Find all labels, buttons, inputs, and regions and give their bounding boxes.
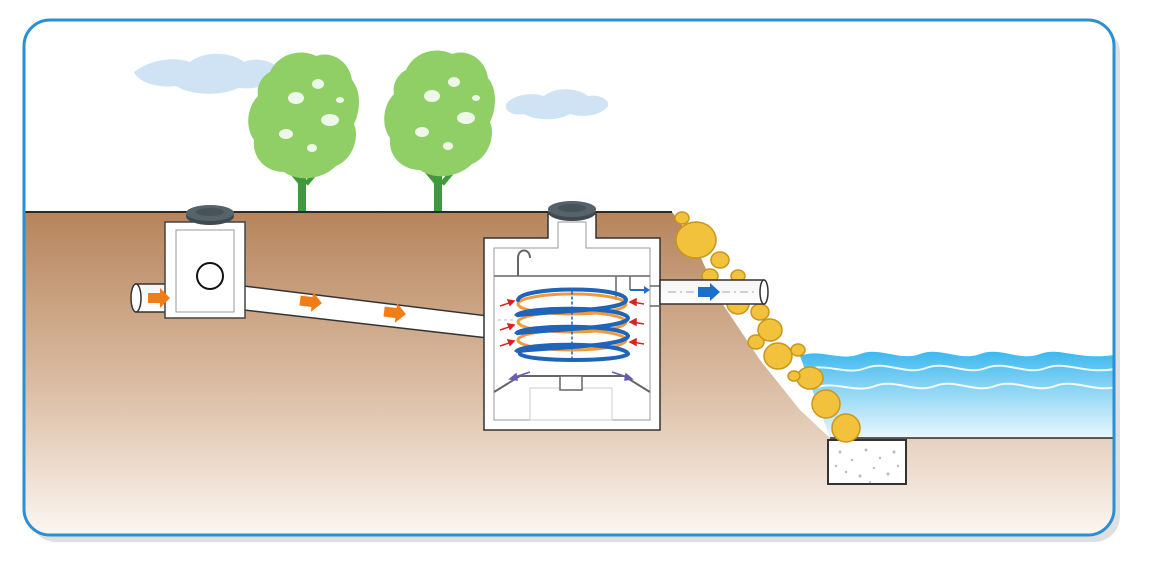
arrow-right-icon [299, 292, 322, 312]
deciduous-tree-icon [384, 50, 495, 213]
inflow-arrow-icon [499, 297, 645, 347]
frame-border [22, 18, 1116, 537]
arrow-right-icon [148, 288, 170, 308]
deciduous-tree-icon [248, 52, 359, 213]
catch-basin [164, 221, 246, 319]
arrow-right-icon [698, 283, 720, 301]
wave-icon [805, 364, 1114, 390]
vortex-swirl [514, 287, 631, 362]
sediment-arrow-icon [508, 371, 634, 381]
cloud-icon [134, 53, 282, 94]
cloud-icon [505, 89, 609, 120]
manhole-cover-icon [186, 205, 234, 225]
scene-content [24, 50, 1114, 535]
manhole-cover-icon [548, 201, 596, 221]
arrow-right-icon [383, 303, 406, 323]
water-body [800, 351, 1114, 438]
stone-foundation [827, 439, 907, 485]
